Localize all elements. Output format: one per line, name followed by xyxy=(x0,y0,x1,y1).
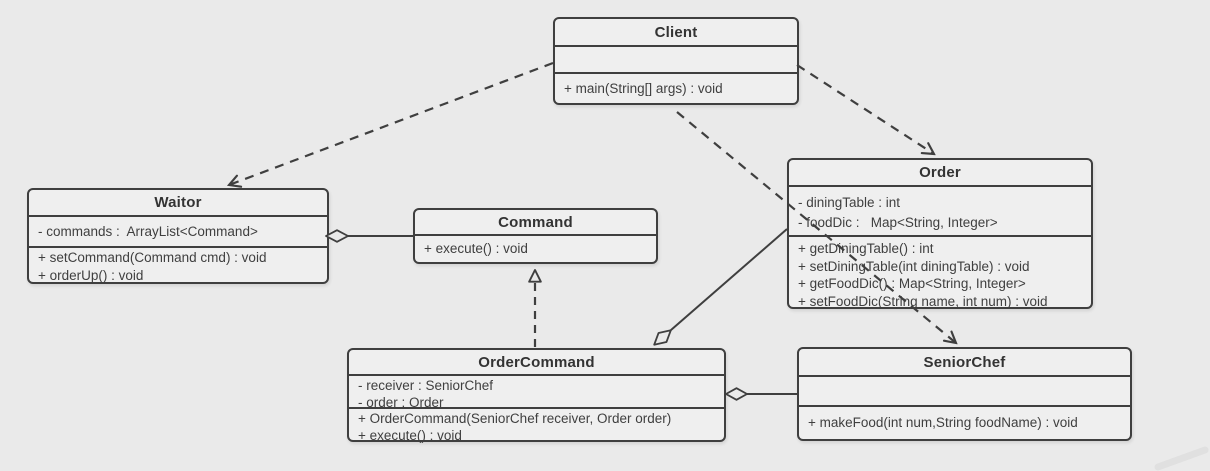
dependency-client-waitor xyxy=(229,61,554,185)
method: + makeFood(int num,String foodName) : vo… xyxy=(808,415,1078,431)
method: + getFoodDic() : Map<String, Integer> xyxy=(798,276,1026,291)
method: + main(String[] args) : void xyxy=(564,80,723,96)
attribute: - order : Order xyxy=(358,394,444,410)
class-ordercommand-attributes: - receiver : SeniorChef - order : Order xyxy=(349,374,724,410)
class-client: Client + main(String[] args) : void xyxy=(553,17,799,105)
class-order-methods: + getDiningTable() : int + setDiningTabl… xyxy=(789,235,1091,309)
class-client-name: Client xyxy=(654,23,698,41)
method: + orderUp() : void xyxy=(38,267,144,283)
class-ordercommand-methods: + OrderCommand(SeniorChef receiver, Orde… xyxy=(349,407,724,443)
corner-artifact xyxy=(1154,446,1209,471)
aggregation-ordercommand-order-line xyxy=(670,228,788,331)
class-client-attributes xyxy=(555,45,797,72)
attribute: - receiver : SeniorChef xyxy=(358,378,494,393)
class-order-attributes: - diningTable : int - foodDic : Map<Stri… xyxy=(789,185,1091,235)
class-waitor: Waitor - commands : ArrayList<Command> +… xyxy=(27,188,329,284)
method: + getDiningTable() : int xyxy=(798,241,934,256)
dependency-client-order xyxy=(796,64,934,154)
class-waitor-name: Waitor xyxy=(154,194,202,211)
class-ordercommand: OrderCommand - receiver : SeniorChef - o… xyxy=(347,348,726,443)
attribute: - diningTable : int xyxy=(798,195,901,210)
aggregation-ordercommand-order-diamond xyxy=(653,329,672,346)
aggregation-waitor-diamond xyxy=(325,229,349,243)
class-order: Order - diningTable : int - foodDic : Ma… xyxy=(787,158,1093,309)
class-order-name: Order xyxy=(919,164,961,181)
class-command: Command + execute() : void xyxy=(413,208,658,264)
method: + setCommand(Command cmd) : void xyxy=(38,250,267,265)
class-command-methods: + execute() : void xyxy=(415,234,656,262)
class-waitor-attributes: - commands : ArrayList<Command> xyxy=(29,215,327,246)
class-seniorchef-name: SeniorChef xyxy=(923,353,1006,371)
class-ordercommand-name: OrderCommand xyxy=(478,353,595,371)
class-seniorchef-methods: + makeFood(int num,String foodName) : vo… xyxy=(799,405,1130,439)
method: + execute() : void xyxy=(358,427,462,443)
method: + setFoodDic(String name, int num) : voi… xyxy=(798,293,1048,309)
class-client-methods: + main(String[] args) : void xyxy=(555,72,797,103)
class-seniorchef-attributes xyxy=(799,375,1130,405)
class-waitor-methods: + setCommand(Command cmd) : void + order… xyxy=(29,246,327,283)
class-command-name: Command xyxy=(498,213,573,231)
aggregation-ordercommand-seniorchef-diamond xyxy=(725,387,748,401)
class-seniorchef: SeniorChef + makeFood(int num,String foo… xyxy=(797,347,1132,441)
attribute: - foodDic : Map<String, Integer> xyxy=(798,214,998,230)
method: + execute() : void xyxy=(424,241,528,257)
method: + setDiningTable(int diningTable) : void xyxy=(798,258,1030,274)
attribute: - commands : ArrayList<Command> xyxy=(38,223,258,239)
method: + OrderCommand(SeniorChef receiver, Orde… xyxy=(358,411,672,426)
